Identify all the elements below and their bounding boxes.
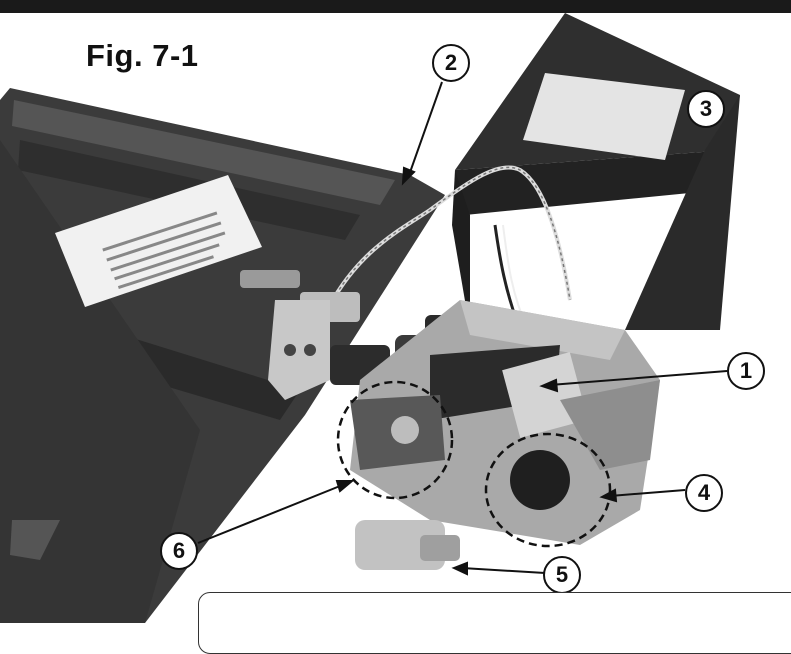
callout-6: 6 [160,532,198,570]
leader-line-2 [407,81,443,179]
callout-1: 1 [727,352,765,390]
valve-cover-box [452,13,740,330]
gas-valve-assembly-illustration [0,13,740,623]
leader-line-1 [549,370,728,386]
callout-3: 3 [687,90,725,128]
pilot-assembly [240,270,360,400]
callout-4: 4 [685,474,723,512]
callout-2: 2 [432,44,470,82]
gas-valve-body [350,300,660,570]
top-border-bar [0,0,791,13]
callout-5: 5 [543,556,581,594]
leader-line-4 [609,489,686,497]
note-box [198,592,791,654]
dashed-highlight-4 [484,432,612,548]
leader-line-6 [197,483,346,544]
control-knob [510,450,570,510]
leader-line-5 [461,567,546,574]
dashed-highlight-6 [336,380,454,500]
figure-title: Fig. 7-1 [86,38,199,73]
cover-safety-label [523,73,685,160]
tray-warning-label [55,175,262,307]
